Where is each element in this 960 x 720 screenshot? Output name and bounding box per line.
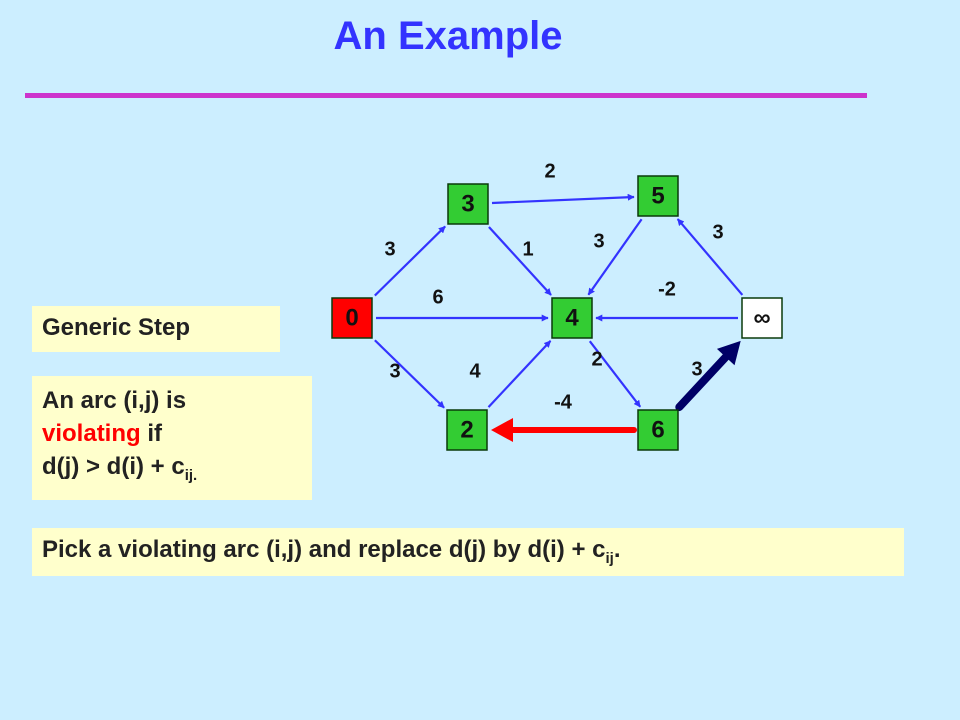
generic-step-box: Generic Step <box>32 306 280 352</box>
edge-cost-a-c: 1 <box>522 238 533 260</box>
edge-s-a <box>374 225 446 297</box>
edge-cost-e-b: -4 <box>554 391 573 413</box>
edge-cost-b-c: 4 <box>469 360 481 382</box>
node-d-box <box>637 175 679 217</box>
violating-word: violating <box>42 420 141 447</box>
node-a-label: 3 <box>461 190 474 217</box>
rule-line-2: violating if <box>42 417 302 450</box>
node-s-label: 0 <box>345 304 358 331</box>
node-e-box <box>637 409 679 451</box>
instruction-box: Pick a violating arc (i,j) and replace d… <box>32 528 904 576</box>
edge-cost-s-c: 6 <box>432 286 443 308</box>
edge-cost-s-b: 3 <box>389 360 400 382</box>
node-t-box <box>741 297 783 339</box>
edge-c-e <box>588 340 642 408</box>
slide-title: An Example <box>333 14 563 58</box>
instruction-subscript: ij <box>605 550 614 567</box>
node-b-label: 2 <box>460 416 473 443</box>
edge-e-t-arrowhead <box>716 340 741 366</box>
rule-inequality: d(j) > d(i) + c <box>42 453 185 480</box>
node-e-label: 6 <box>651 416 664 443</box>
edge-d-c <box>587 218 643 296</box>
edge-a-d <box>491 193 635 205</box>
edge-e-b-arrowhead <box>491 418 513 442</box>
edge-a-c <box>488 226 552 296</box>
node-t-label: ∞ <box>753 304 770 331</box>
edge-cost-s-a: 3 <box>384 238 395 260</box>
edge-s-b <box>374 339 445 409</box>
title-underline <box>25 93 867 98</box>
edge-cost-e-t: 3 <box>691 358 702 380</box>
edge-cost-t-d: 3 <box>712 221 723 243</box>
edge-cost-c-e: 2 <box>591 348 602 370</box>
node-b-box <box>446 409 488 451</box>
edge-cost-a-d: 2 <box>544 160 555 182</box>
node-c-box <box>551 297 593 339</box>
instruction-end: . <box>613 536 621 563</box>
edges-layer <box>374 193 744 442</box>
node-s-box <box>331 297 373 339</box>
generic-step-label: Generic Step <box>42 314 191 341</box>
edge-b-c <box>487 340 552 408</box>
node-c-label: 4 <box>565 304 579 331</box>
edge-t-d <box>676 218 744 296</box>
instruction-text: Pick a violating arc (i,j) and replace d… <box>42 536 606 563</box>
edge-cost-t-c: -2 <box>658 278 676 300</box>
rule-line-2-rest: if <box>140 420 162 447</box>
violating-rule-box: An arc (i,j) is violating if d(j) > d(i)… <box>32 376 312 500</box>
edge-e-t-violating <box>675 353 730 412</box>
node-a-box <box>447 183 489 225</box>
rule-line-3: d(j) > d(i) + cij. <box>42 450 302 483</box>
node-d-label: 5 <box>651 182 664 209</box>
edge-cost-d-c: 3 <box>593 230 604 252</box>
rule-line-1: An arc (i,j) is <box>42 387 187 414</box>
rule-subscript: ij. <box>184 467 198 484</box>
